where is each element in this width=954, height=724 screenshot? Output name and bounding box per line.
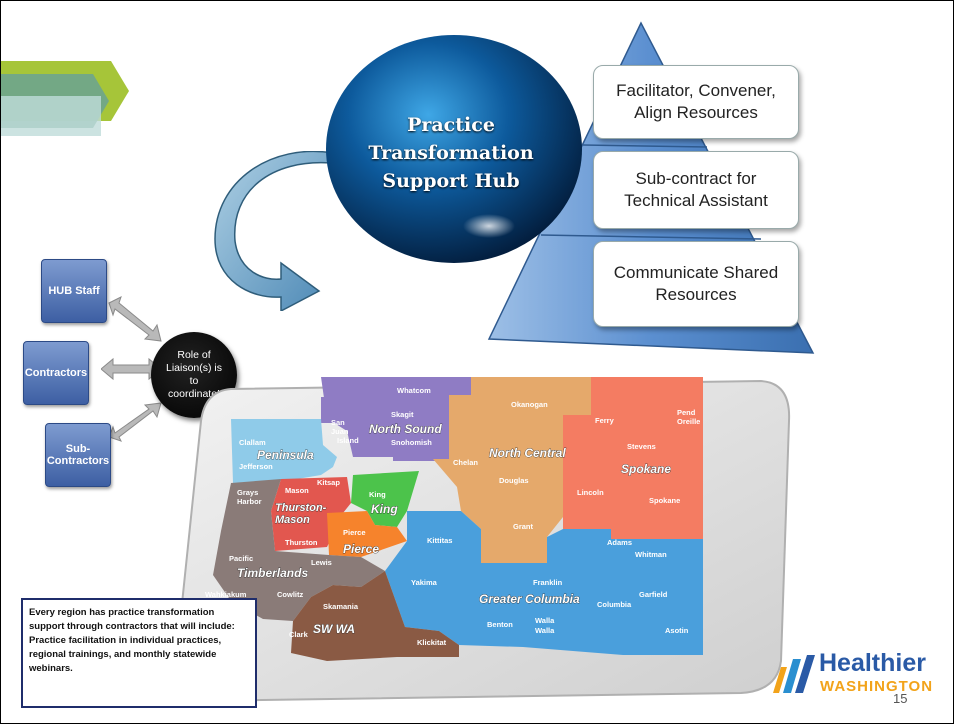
logo-word-washington: WASHINGTON [820, 678, 934, 695]
region-peninsula [231, 419, 337, 483]
region-label-pierce: Pierce [343, 542, 379, 556]
chevron-decoration [1, 61, 129, 136]
county-label: Adams [607, 538, 632, 547]
county-label: Okanogan [511, 400, 548, 409]
region-label-timberlands: Timberlands [237, 566, 308, 580]
healthier-washington-logo: Healthier WASHINGTON [771, 649, 941, 709]
county-label: Juan [331, 427, 349, 436]
county-label: Spokane [649, 496, 680, 505]
county-label: Columbia [597, 600, 632, 609]
region-king [351, 471, 419, 527]
region-north-sound [321, 377, 471, 461]
county-label: Walla [535, 626, 555, 635]
county-label: Yakima [411, 578, 438, 587]
county-label: Chelan [453, 458, 478, 467]
county-label: Whitman [635, 550, 667, 559]
light-chevron [1, 96, 101, 136]
sub-contractors-box: Sub- Contractors [45, 423, 111, 487]
county-label: Jefferson [239, 462, 273, 471]
county-label: Kittitas [427, 536, 452, 545]
region-north-central [433, 377, 591, 563]
pyramid-item-facilitator: Facilitator, Convener, Align Resources [593, 65, 799, 139]
double-arrows [101, 296, 162, 442]
region-sw-wa [291, 571, 459, 661]
contractors-box: Contractors [23, 341, 89, 405]
region-pierce [327, 511, 407, 557]
region-spokane [563, 377, 703, 539]
county-label: Clallam [239, 438, 266, 447]
county-label: Pierce [343, 528, 366, 537]
county-label: Pend [677, 408, 696, 417]
county-label: Lincoln [577, 488, 604, 497]
double-arrow-icon [108, 402, 162, 442]
county-label: Stevens [627, 442, 656, 451]
region-label-north-sound: North Sound [369, 422, 442, 436]
hub-staff-box: HUB Staff [41, 259, 107, 323]
liaison-label: Role of Liaison(s) is to coordinate! [165, 349, 223, 400]
hub-sphere [326, 35, 582, 263]
county-label: Mason [285, 486, 309, 495]
region-label-peninsula: Peninsula [257, 448, 314, 462]
county-label: Skamania [323, 602, 359, 611]
county-label: Oreille [677, 417, 700, 426]
county-label: Whatcom [397, 386, 431, 395]
county-label: Grant [513, 522, 534, 531]
county-label: Harbor [237, 497, 262, 506]
region-label-sw-wa: SW WA [313, 622, 355, 636]
info-note: Every region has practice transformation… [21, 598, 257, 708]
county-label: Ferry [595, 416, 615, 425]
region-label-thurston-mason: Thurston-Mason [275, 502, 327, 526]
county-label: Franklin [533, 578, 563, 587]
county-label: Pacific [229, 554, 253, 563]
region-label-greater-columbia: Greater Columbia [479, 592, 580, 606]
county-label: Grays [237, 488, 258, 497]
county-label: Snohomish [391, 438, 432, 447]
county-label: Klickitat [417, 638, 447, 647]
county-label: Asotin [665, 626, 689, 635]
logo-word-healthier: Healthier [819, 649, 926, 677]
county-label: Thurston [285, 538, 318, 547]
county-label: Skagit [391, 410, 414, 419]
county-label: Walla [535, 616, 555, 625]
region-label-king: King [371, 502, 398, 516]
region-label-north-central: North Central [489, 446, 566, 460]
county-label: Cowlitz [277, 590, 303, 599]
curved-arrow-icon [214, 151, 334, 311]
region-san-juan [321, 397, 341, 423]
page-number: 15 [893, 691, 908, 706]
region-timberlands [213, 479, 385, 621]
county-label: Garfield [639, 590, 668, 599]
double-arrow-icon [108, 296, 162, 342]
county-label: Wahkiakum [205, 590, 247, 599]
county-label: Island [337, 436, 359, 445]
county-label: San [331, 418, 345, 427]
region-greater-columbia [385, 511, 703, 655]
county-label: Kitsap [317, 478, 340, 487]
county-label: Douglas [499, 476, 529, 485]
county-label: Lewis [311, 558, 332, 567]
region-map: North Sound North Central Spokane Penins… [173, 377, 791, 703]
logo-bars-icon [773, 655, 815, 693]
pyramid-item-communicate: Communicate Shared Resources [593, 241, 799, 327]
county-label: Clark [289, 630, 309, 639]
county-label: Benton [487, 620, 513, 629]
county-label: King [369, 490, 386, 499]
hub-title: Practice Transformation Support Hub [368, 114, 534, 192]
region-label-spokane: Spokane [621, 462, 671, 476]
pyramid-item-subcontract: Sub-contract for Technical Assistant [593, 151, 799, 229]
